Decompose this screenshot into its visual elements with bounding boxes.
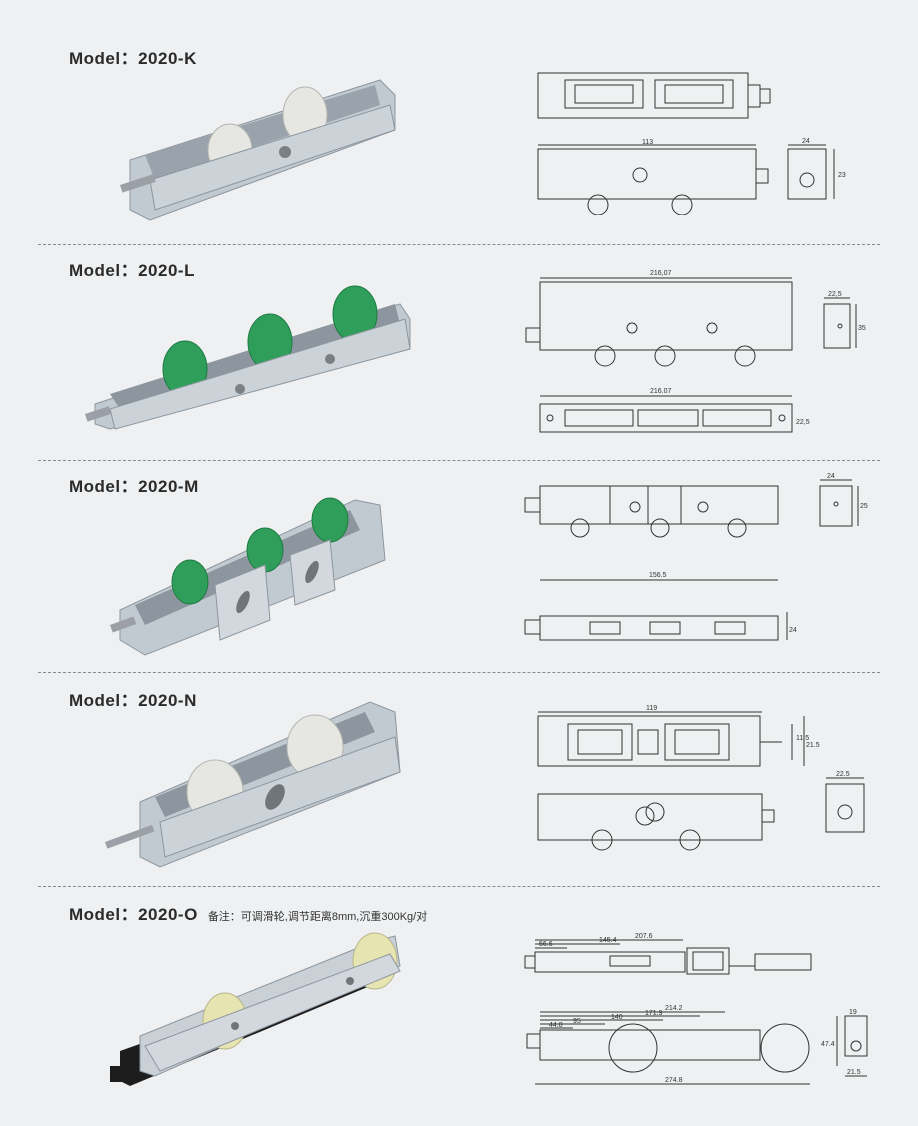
drawing-n: 119 11.5 21.5 22.5 (537, 705, 865, 851)
dim-d1: 56.6 (539, 941, 553, 948)
model-note: 备注：可调滑轮,调节距离8mm,沉重300Kg/对 (207, 911, 428, 923)
dim-d5: 171.9 (645, 1010, 663, 1017)
drawing-o: 56.6 145.4 207.6 214.2 171.9 140 95 44.8… (524, 933, 868, 1085)
dim-side: 24 (789, 627, 797, 634)
dim-length-top: 216,07 (650, 270, 672, 277)
dim-width: 24 (827, 473, 835, 480)
section-divider (38, 886, 880, 887)
dim-width: 22.5 (836, 771, 850, 778)
model-title: Model：2020-N (69, 691, 197, 710)
drawing-l: 216,07 22,5 35 216.07 22,5 (525, 270, 866, 433)
dim-side-b: 21.5 (806, 742, 820, 749)
model-title-text: Model：2020-O (69, 905, 198, 924)
dim-height: 35 (858, 325, 866, 332)
drawing-m: 24 25 156.5 24 (524, 473, 868, 641)
model-title: Model：2020-L (69, 261, 195, 280)
dim-side-a: 11.5 (796, 735, 809, 742)
dim-w1: 19 (849, 1009, 857, 1016)
dim-d9: 274.8 (665, 1077, 683, 1084)
dim-h1: 47.4 (821, 1041, 835, 1048)
dim-w2: 21.5 (847, 1069, 861, 1076)
dim-length: 156.5 (649, 572, 667, 579)
dim-d6: 140 (611, 1014, 623, 1021)
product-photo-k (120, 79, 396, 221)
dim-length: 119 (646, 705, 657, 712)
model-title: Model：2020-M (69, 477, 199, 496)
dim-width: 22,5 (828, 291, 842, 298)
product-photo-o (110, 932, 401, 1086)
dim-height: 25 (860, 503, 868, 510)
dim-d8: 44.8 (549, 1022, 563, 1029)
dim-width: 24 (802, 138, 810, 145)
model-title: Model：2020-O 备注：可调滑轮,调节距离8mm,沉重300Kg/对 (69, 900, 427, 925)
section-divider (38, 244, 880, 245)
dim-d4: 214.2 (665, 1005, 683, 1012)
section-divider (38, 460, 880, 461)
product-photo-l (85, 285, 411, 430)
dim-d7: 95 (573, 1018, 581, 1025)
product-photo-m (110, 497, 386, 656)
dim-d3: 207.6 (635, 933, 653, 940)
product-photo-n (104, 701, 401, 868)
section-divider (38, 672, 880, 673)
dim-length: 113 (642, 139, 653, 146)
model-section-k: Model：2020-K 113 (0, 0, 918, 240)
dim-height: 23 (838, 172, 846, 179)
dim-length-bottom: 216.07 (650, 388, 672, 395)
model-section-o: Model：2020-O 备注：可调滑轮,调节距离8mm,沉重300Kg/对 (0, 886, 918, 1120)
dim-side: 22,5 (796, 419, 810, 426)
model-section-m: Model：2020-M (0, 460, 918, 672)
model-title: Model：2020-K (69, 49, 197, 68)
model-section-l: Model：2020-L (0, 244, 918, 460)
drawing-k: 113 24 23 (537, 72, 846, 215)
dim-d2: 145.4 (599, 937, 617, 944)
model-section-n: Model：2020-N (0, 672, 918, 886)
